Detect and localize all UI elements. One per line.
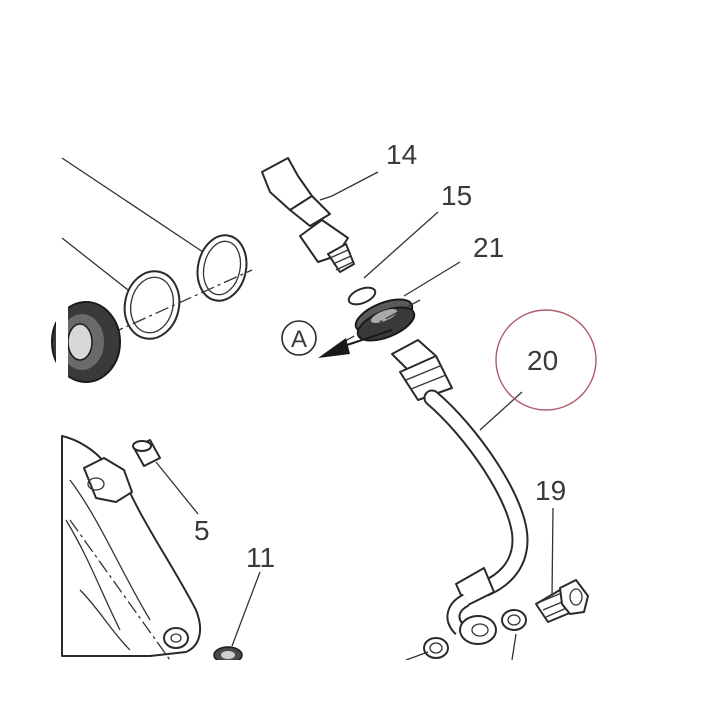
callout-21: 21 <box>473 232 504 263</box>
callout-19: 19 <box>535 475 566 506</box>
leader-lines <box>155 171 554 661</box>
reference-label-a: A <box>291 326 307 353</box>
direction-arrow-a: A <box>281 299 421 358</box>
circlip <box>196 234 248 302</box>
callout-20: 20 <box>527 345 558 376</box>
callout-11: 11 <box>246 542 275 573</box>
dowel-part-5 <box>132 439 161 467</box>
banjo-bolt-part-19 <box>535 579 589 623</box>
oil-seal <box>51 301 121 383</box>
callout-14: 14 <box>386 139 417 170</box>
sealing-ring-15 <box>347 286 377 306</box>
sensor-part-14 <box>261 157 355 273</box>
callout-15: 15 <box>441 180 472 211</box>
washer <box>123 270 181 340</box>
seal-assembly <box>51 157 253 383</box>
callout-5: 5 <box>194 515 210 546</box>
grommet-21 <box>354 298 416 342</box>
oil-pipe-part-20 <box>391 339 529 645</box>
reference-circle-a <box>281 320 317 356</box>
engine-cover <box>61 435 202 661</box>
highlight-circle-20 <box>495 309 597 411</box>
banjo-washers <box>423 609 527 659</box>
